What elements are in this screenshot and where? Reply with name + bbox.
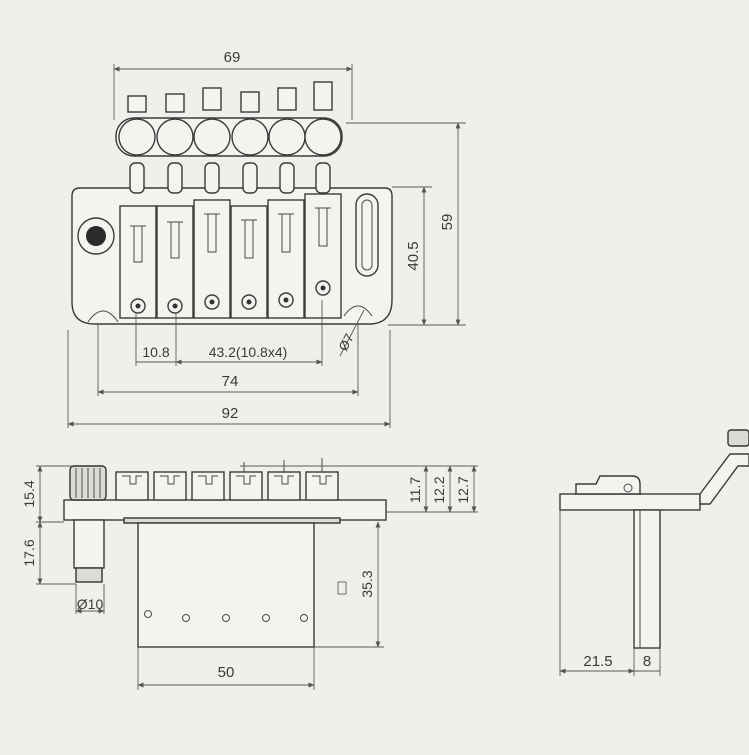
tuner-shaft-3 xyxy=(204,162,220,194)
string-clamp-3 xyxy=(204,213,220,253)
dim-block-width: 50 xyxy=(137,647,315,690)
dim-label-15-4: 15.4 xyxy=(21,480,37,507)
tuner-knob-5 xyxy=(268,118,306,156)
saddle-screw-5-center xyxy=(283,297,289,303)
dim-label-21-5: 21.5 xyxy=(583,653,612,670)
fine-tuner-head-1 xyxy=(127,95,147,113)
dim-label-74: 74 xyxy=(222,373,239,390)
dim-post-length: 17.6 xyxy=(21,521,76,585)
saddle-screw-6-center xyxy=(320,285,326,291)
side-saddle-3 xyxy=(191,471,225,501)
dim-label-8: 8 xyxy=(643,653,651,670)
side-base-plate xyxy=(63,499,387,521)
arm-slot-inner xyxy=(361,199,373,271)
pivot-hole xyxy=(343,305,373,317)
block-hole-1 xyxy=(144,610,152,618)
end-block xyxy=(633,509,661,649)
mounting-hole-icon xyxy=(86,226,106,246)
dim-end-widths: 21.5 8 xyxy=(559,510,661,676)
dim-label-10-8: 10.8 xyxy=(142,344,169,360)
dim-block-depth: 35.3 xyxy=(314,521,384,648)
tuner-shaft-1 xyxy=(129,162,145,194)
saddle-3 xyxy=(193,199,231,319)
saddle-row xyxy=(119,193,342,319)
dim-label-92: 92 xyxy=(222,405,239,422)
side-saddles xyxy=(115,458,339,501)
side-saddle-6 xyxy=(305,471,339,501)
dim-post-diameter: Ø10 xyxy=(75,584,105,614)
tuner-shaft-4 xyxy=(242,162,258,194)
fine-tuner-head-4 xyxy=(240,91,260,113)
fine-tuner-row xyxy=(115,81,343,194)
fine-tuner-head-5 xyxy=(277,87,297,111)
fine-tuner-head-2 xyxy=(165,93,185,113)
tuner-shaft-5 xyxy=(279,162,295,194)
end-base-plate xyxy=(559,493,701,511)
dim-label-11-7: 11.7 xyxy=(407,477,423,503)
sustain-block xyxy=(137,522,315,648)
side-view: 15.4 17.6 Ø10 11.7 12.2 12.7 xyxy=(21,458,478,690)
dim-label-35-3: 35.3 xyxy=(359,570,375,597)
tuner-shaft-6 xyxy=(315,162,331,194)
dim-height-total: 59 xyxy=(346,122,466,326)
dim-height-body: 40.5 xyxy=(392,186,432,326)
dim-label-12-2: 12.2 xyxy=(431,476,447,503)
pivot-notch xyxy=(87,310,119,323)
end-view: 21.5 8 xyxy=(559,429,749,676)
tuner-knob-1 xyxy=(118,118,156,156)
dim-label-phi7: Ø7 xyxy=(335,331,356,353)
saddle-screw-3-center xyxy=(209,299,215,305)
tuner-shaft-2 xyxy=(167,162,183,194)
fine-tuner-head-6 xyxy=(313,81,333,111)
dim-width-total: 92 xyxy=(67,330,391,428)
string-clamp-5 xyxy=(278,213,294,253)
string-clamp-4 xyxy=(241,219,257,259)
dim-width-mid: 74 xyxy=(97,324,359,396)
tuner-knob-3 xyxy=(193,118,231,156)
side-post-foot xyxy=(75,567,103,583)
tuner-knob-2 xyxy=(156,118,194,156)
dim-label-40-5: 40.5 xyxy=(405,241,422,270)
dim-string-spacing: 10.8 43.2(10.8x4) xyxy=(135,300,323,366)
end-screw-icon xyxy=(623,483,633,493)
dim-label-59: 59 xyxy=(439,214,456,231)
side-saddle-4 xyxy=(229,471,263,501)
dim-label-17-6: 17.6 xyxy=(21,539,37,566)
dim-label-12-7: 12.7 xyxy=(455,476,471,503)
block-mark-icon xyxy=(337,581,347,595)
top-view: 69 59 40.5 10.8 43.2(10.8x4) xyxy=(67,49,466,428)
dim-label-50: 50 xyxy=(218,664,235,681)
block-hole-4 xyxy=(262,614,270,622)
string-clamp-6 xyxy=(315,207,331,247)
saddle-screw-1-center xyxy=(135,303,141,309)
string-clamp-1 xyxy=(130,225,146,263)
saddle-6 xyxy=(304,193,342,319)
end-knob xyxy=(727,429,749,447)
dim-label-43-2: 43.2(10.8x4) xyxy=(209,344,288,360)
tuner-knob-6 xyxy=(304,118,342,156)
saddle-screw-4-center xyxy=(246,299,252,305)
end-arm-bracket xyxy=(699,453,749,505)
block-hole-5 xyxy=(300,614,308,622)
dim-label-phi10: Ø10 xyxy=(77,596,104,612)
tuner-knob-4 xyxy=(231,118,269,156)
side-saddle-1 xyxy=(115,471,149,501)
string-clamp-2 xyxy=(167,221,183,259)
block-hole-3 xyxy=(222,614,230,622)
dim-overall-width-top: 69 xyxy=(113,49,353,120)
block-hole-2 xyxy=(182,614,190,622)
fine-tuner-head-3 xyxy=(202,87,222,111)
saddle-screw-2-center xyxy=(172,303,178,309)
side-post xyxy=(73,519,105,569)
side-saddle-2 xyxy=(153,471,187,501)
side-saddle-5 xyxy=(267,471,301,501)
dim-hole-diameter: Ø7 xyxy=(335,309,365,357)
dim-label-69: 69 xyxy=(224,49,241,66)
arm-slot xyxy=(355,193,379,277)
side-plate-underside xyxy=(123,517,341,524)
dim-saddle-heights: 11.7 12.2 12.7 xyxy=(240,465,478,513)
